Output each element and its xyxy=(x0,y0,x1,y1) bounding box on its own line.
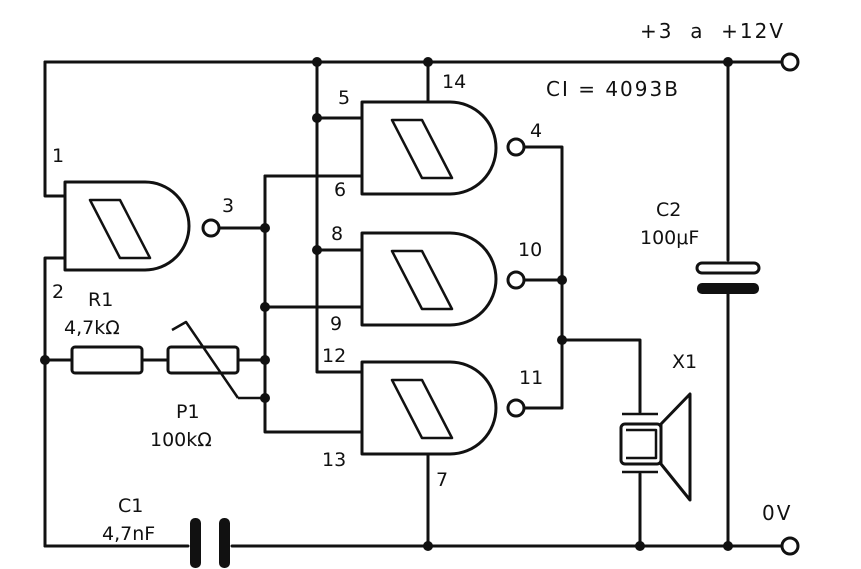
pin-label-1: 1 xyxy=(52,145,64,167)
junction-dot xyxy=(312,113,322,123)
pin-label-4: 4 xyxy=(530,120,542,142)
inverter-bubble xyxy=(506,137,526,157)
wire-pin2 xyxy=(43,256,67,548)
pin-label-10: 10 xyxy=(518,239,542,261)
wire-supply-column xyxy=(315,60,364,374)
nand-gate-1 xyxy=(63,180,221,272)
inverter-bubble xyxy=(506,270,526,290)
schmitt-trigger-icon xyxy=(88,198,152,260)
pin-label-11: 11 xyxy=(519,367,543,389)
junction-dot xyxy=(312,245,322,255)
supply-ground-label: 0V xyxy=(762,501,792,525)
pin-label-9: 9 xyxy=(330,313,342,335)
capacitor-c1 xyxy=(190,518,230,568)
schmitt-trigger-icon xyxy=(390,118,454,180)
pin-label-3: 3 xyxy=(222,195,234,217)
wire-to-speaker xyxy=(560,338,642,414)
pin-label-12: 12 xyxy=(322,345,346,367)
c2-value: 100μF xyxy=(640,227,699,249)
junction-dot xyxy=(423,541,433,551)
pin-label-6: 6 xyxy=(334,179,346,201)
junction-dot xyxy=(260,302,270,312)
junction-dot xyxy=(723,57,733,67)
junction-dot xyxy=(635,541,645,551)
c2-name: C2 xyxy=(656,199,681,221)
wire-node-column xyxy=(263,174,364,434)
inverter-bubble xyxy=(201,218,221,238)
speaker-x1 xyxy=(619,392,692,502)
c1-name: C1 xyxy=(118,495,143,517)
junction-dot xyxy=(260,223,270,233)
junction-dot xyxy=(260,355,270,365)
nand-gate-2 xyxy=(360,100,526,196)
junction-dot xyxy=(723,541,733,551)
pin-label-5: 5 xyxy=(338,87,350,109)
junction-dot xyxy=(40,355,50,365)
ic-label: CI = 4093B xyxy=(546,77,680,101)
schmitt-trigger-icon xyxy=(390,249,454,311)
junction-dot xyxy=(423,57,433,67)
pin-label-13: 13 xyxy=(322,449,346,471)
positive-terminal xyxy=(780,52,800,72)
junction-dot xyxy=(312,57,322,67)
potentiometer-p1 xyxy=(166,320,265,400)
pin-label-7: 7 xyxy=(436,469,448,491)
pin-label-14: 14 xyxy=(442,71,466,93)
speaker-cone-icon xyxy=(659,392,692,502)
capacitor-c2 xyxy=(695,261,761,294)
nand-gate-3 xyxy=(360,231,526,327)
resistor-r1 xyxy=(70,345,144,375)
wire-pin1 xyxy=(43,60,67,198)
nand-gate-4 xyxy=(360,360,526,456)
schmitt-trigger-icon xyxy=(390,378,454,440)
r1-value: 4,7kΩ xyxy=(64,317,120,339)
supply-positive-label: +3 a +12V xyxy=(640,19,785,43)
variable-arrow-icon xyxy=(171,320,265,400)
x1-name: X1 xyxy=(672,351,697,373)
pin-label-2: 2 xyxy=(52,281,64,303)
r1-name: R1 xyxy=(88,289,113,311)
c1-value: 4,7nF xyxy=(102,523,155,545)
inverter-bubble xyxy=(506,398,526,418)
p1-name: P1 xyxy=(176,401,200,423)
p1-value: 100kΩ xyxy=(150,429,212,451)
junctions xyxy=(40,57,733,551)
junction-dot xyxy=(557,335,567,345)
junction-dot xyxy=(557,275,567,285)
ground-terminal xyxy=(780,536,800,556)
pin-label-8: 8 xyxy=(331,223,343,245)
